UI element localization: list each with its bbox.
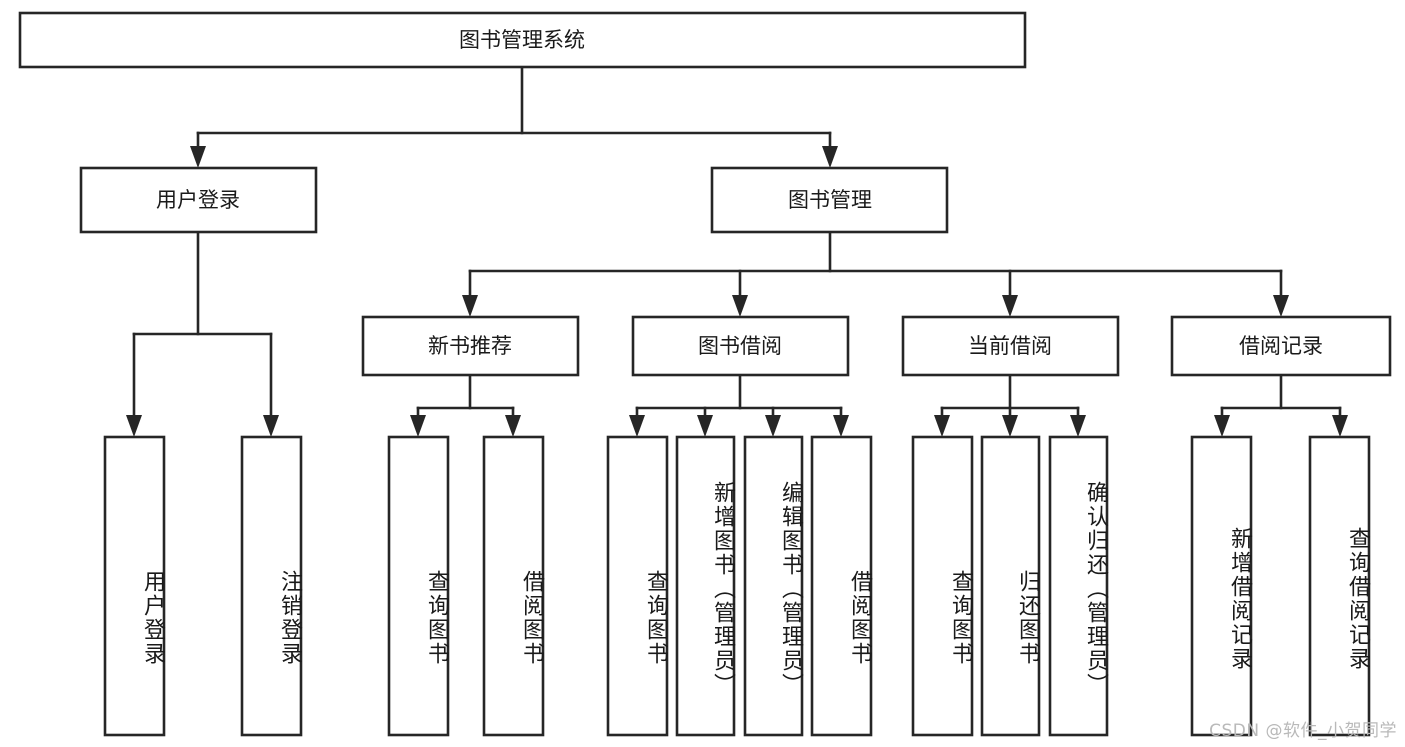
node-book-management-box[interactable] [710, 166, 949, 234]
connector-borrowrecord-to-leaves [1214, 373, 1348, 437]
leaf-box-borrow-query[interactable] [606, 435, 669, 737]
node-root-label: 图书管理系统 [459, 28, 585, 52]
connector-newbook-to-leaves [410, 373, 521, 437]
node-new-book-recommend[interactable]: 新书推荐 [361, 315, 580, 377]
node-root[interactable]: 图书管理系统 [18, 11, 1027, 69]
leaf-box-newbook-borrow[interactable] [482, 435, 545, 737]
node-borrow-record[interactable]: 借阅记录 [1170, 315, 1392, 377]
node-book-management[interactable]: 图书管理 [710, 166, 949, 234]
node-root-box[interactable] [18, 11, 1027, 69]
connector-bookborrow-to-leaves [629, 373, 849, 437]
leaf-box-borrow-lend[interactable] [810, 435, 873, 737]
node-current-borrow[interactable]: 当前借阅 [901, 315, 1120, 377]
leaf-box-record-query[interactable] [1308, 435, 1371, 737]
connector-userlogin-to-leaves [126, 230, 279, 437]
node-book-borrow[interactable]: 图书借阅 [631, 315, 850, 377]
node-current-borrow-label: 当前借阅 [968, 334, 1052, 358]
node-new-book-recommend-box[interactable] [361, 315, 580, 377]
node-book-borrow-box[interactable] [631, 315, 850, 377]
node-user-login-label: 用户登录 [156, 188, 240, 212]
node-user-login[interactable]: 用户登录 [79, 166, 318, 234]
connector-bookmgmt-to-level3 [462, 230, 1289, 317]
node-user-login-box[interactable] [79, 166, 318, 234]
connector-root-to-level2 [190, 65, 838, 168]
leaf-box-borrow-add[interactable] [675, 435, 736, 737]
node-book-management-label: 图书管理 [788, 188, 872, 212]
leaf-box-record-add[interactable] [1190, 435, 1253, 737]
connector-currentborrow-to-leaves [934, 373, 1086, 437]
leaf-box-current-confirm[interactable] [1048, 435, 1109, 737]
leaf-box-borrow-edit[interactable] [743, 435, 804, 737]
leaf-box-current-return[interactable] [980, 435, 1041, 737]
node-borrow-record-box[interactable] [1170, 315, 1392, 377]
node-book-borrow-label: 图书借阅 [698, 334, 782, 358]
leaf-box-user-login[interactable] [103, 435, 166, 737]
node-new-book-recommend-label: 新书推荐 [428, 334, 512, 358]
leaf-box-logout[interactable] [240, 435, 303, 737]
leaf-box-newbook-query[interactable] [387, 435, 450, 737]
node-current-borrow-box[interactable] [901, 315, 1120, 377]
leaf-box-current-query[interactable] [911, 435, 974, 737]
watermark-text: CSDN @软件_小贺同学 [1209, 721, 1397, 741]
node-borrow-record-label: 借阅记录 [1239, 334, 1323, 358]
